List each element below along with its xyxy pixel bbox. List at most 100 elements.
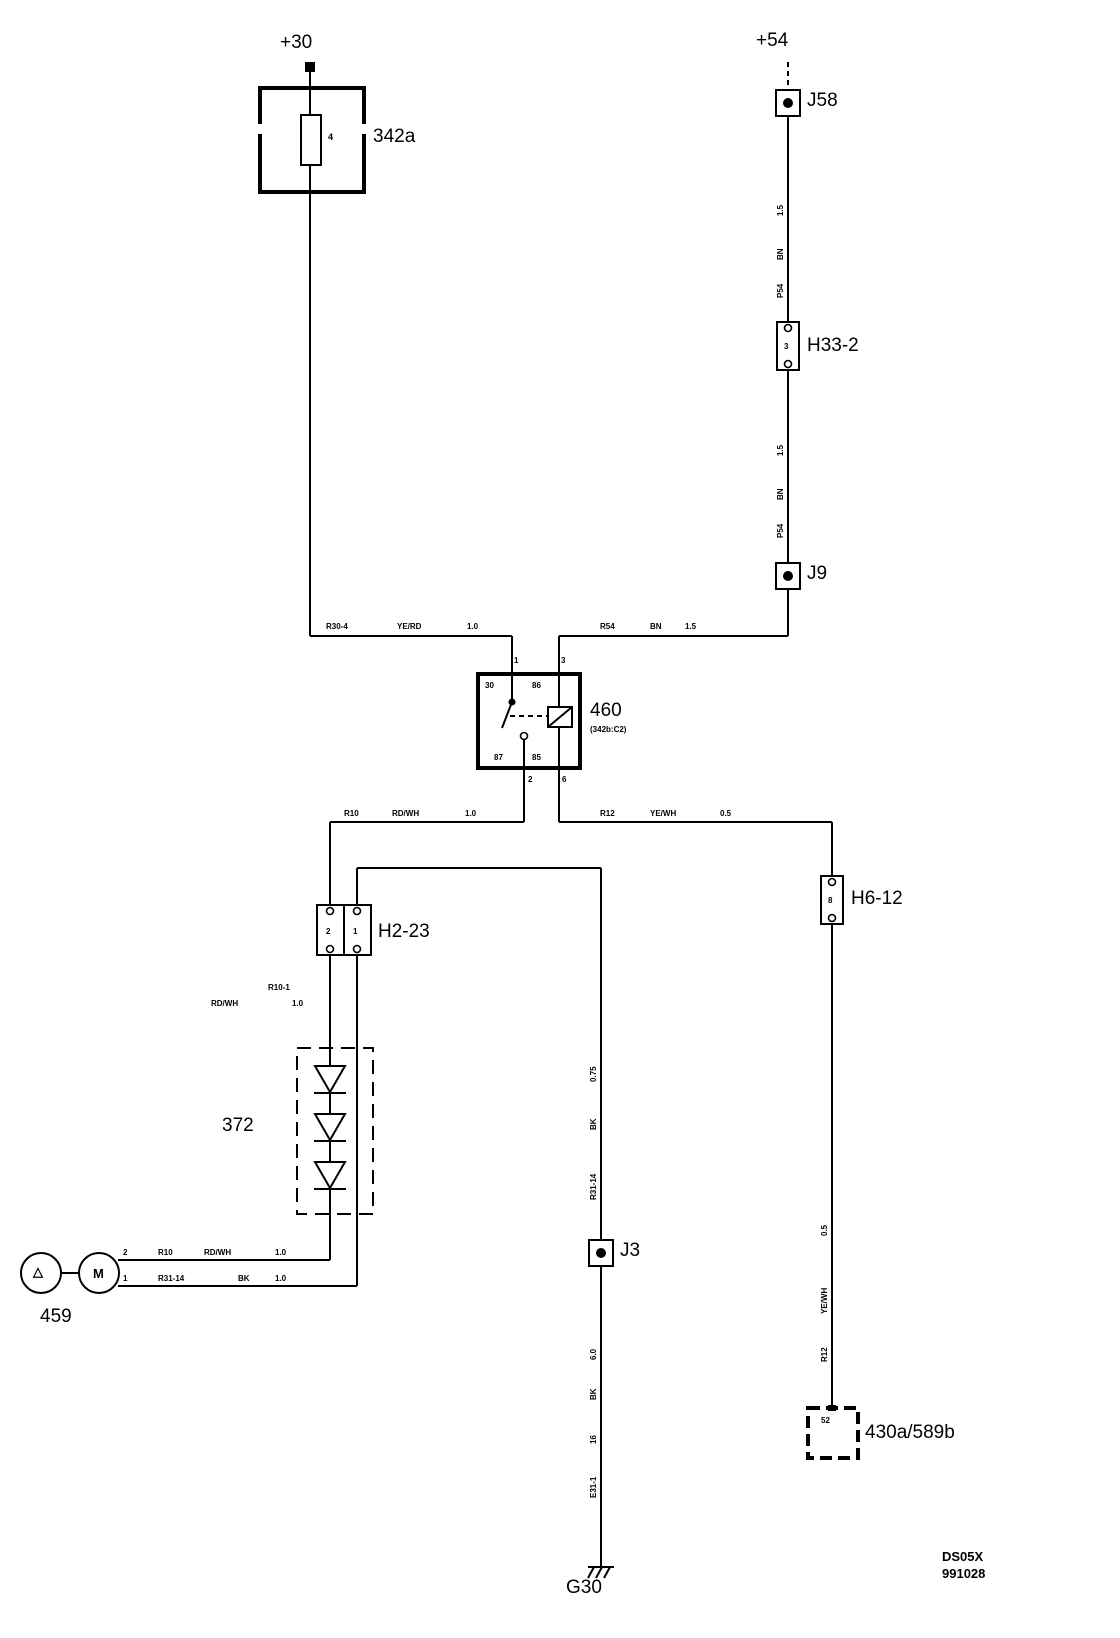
ground-label: G30: [566, 1577, 602, 1598]
relay-terminal-1: 1: [514, 656, 519, 665]
relay-sublabel: (342b:C2): [590, 725, 627, 734]
connector-h2-23-pin2-bottom: [325, 944, 335, 954]
connector-h2-23-pin1-bottom: [352, 944, 362, 954]
wire-r12-vertical-labels: R12 YE/WH 0.5: [820, 1224, 829, 1362]
relay-label: 460: [590, 700, 622, 721]
connector-h2-23-label: H2-23: [378, 921, 430, 942]
terminal-30-label: +30: [280, 32, 312, 53]
wire-motor-r10-pin: 2: [123, 1248, 128, 1257]
wire-r54-size: 1.5: [685, 622, 697, 631]
relay-coil-diagonal: [547, 706, 573, 728]
drawing-code: DS05X: [942, 1549, 984, 1564]
sensor-symbol-glyph: △: [32, 1264, 44, 1279]
relay-terminal-2: 2: [528, 775, 533, 784]
relay-pin-85: 85: [532, 753, 541, 762]
motor-459: [78, 1252, 120, 1294]
ground-symbol: [587, 1566, 614, 1579]
diode-3: [313, 1161, 347, 1191]
wire-e31-1-code: E31-1: [589, 1476, 598, 1498]
wire-motor-r31-size: 1.0: [275, 1274, 287, 1283]
wire-e31-1-color: BK: [589, 1388, 598, 1400]
wire-e31-1-size: 6.0: [589, 1348, 598, 1360]
wire-r12-size: 0.5: [720, 809, 732, 818]
wire-e31-1-labels: E31-1 16 BK 6.0: [589, 1348, 598, 1498]
wire-r10-1-color: RD/WH: [211, 999, 238, 1008]
motor-label: 459: [40, 1306, 72, 1327]
relay-switch-blade: [501, 701, 513, 729]
wire-p54-upper-size: 1.5: [776, 204, 785, 216]
junction-j9-label: J9: [807, 563, 827, 584]
connector-h2-23-pin1-top: [352, 906, 362, 916]
junction-j58-label: J58: [807, 90, 838, 111]
wire-p54-upper-color: BN: [776, 248, 785, 260]
connector-h6-12-label: H6-12: [851, 888, 903, 909]
wire-p54-middle-code: P54: [776, 523, 785, 538]
wire-r54-code: R54: [600, 622, 615, 631]
junction-j3-dot: [596, 1248, 606, 1258]
wire-motor-r31-pin: 1: [123, 1274, 128, 1283]
wire-motor-r10-code: R10: [158, 1248, 173, 1257]
wire-r12-vertical-code: R12: [820, 1347, 829, 1362]
wire-r10-1-size: 1.0: [292, 999, 304, 1008]
fuse-element: [300, 114, 322, 166]
wire-e31-1-extra: 16: [589, 1435, 598, 1444]
drawing-date: 991028: [942, 1566, 985, 1581]
terminal-30-marker: [305, 62, 315, 72]
fuse-box-gap-left: [258, 124, 266, 134]
wire-r12-vertical-size: 0.5: [820, 1224, 829, 1236]
wire-r31-14-labels: R31-14 BK 0.75: [589, 1066, 598, 1200]
motor-symbol: M: [93, 1266, 104, 1281]
wire-r31-14-color: BK: [589, 1118, 598, 1130]
module-label: 430a/589b: [865, 1422, 955, 1443]
junction-j58-dot: [783, 98, 793, 108]
wire-motor-r10-size: 1.0: [275, 1248, 287, 1257]
wire-r12-code: R12: [600, 809, 615, 818]
wire-r12-color: YE/WH: [650, 809, 676, 818]
connector-h2-23-pin-right: 1: [353, 927, 358, 936]
wire-p54-upper-labels: P54 BN 1.5: [776, 204, 785, 298]
wire-motor-r10-color: RD/WH: [204, 1248, 231, 1257]
wire-r10-code: R10: [344, 809, 359, 818]
wire-motor-r31-color: BK: [238, 1274, 250, 1283]
diode-pack-372: [296, 1047, 374, 1215]
wire-r31-14-size: 0.75: [589, 1066, 598, 1082]
connector-h6-12-pin-bottom: [827, 913, 837, 923]
diode-pack-label: 372: [222, 1115, 254, 1136]
connector-h33-2-pin-top: [783, 323, 793, 333]
junction-j3-label: J3: [620, 1240, 640, 1261]
wire-r10-1-code: R10-1: [268, 983, 290, 992]
connector-h6-12-pin-top: [827, 877, 837, 887]
wire-r10-size: 1.0: [465, 809, 477, 818]
diode-2: [313, 1113, 347, 1143]
relay-terminal-3: 3: [561, 656, 566, 665]
wire-p54-upper-code: P54: [776, 283, 785, 298]
connector-h2-23-pin2-top: [325, 906, 335, 916]
wire-r30-4-code: R30-4: [326, 622, 348, 631]
module-pin-marker: [828, 1405, 836, 1411]
relay-pin-87: 87: [494, 753, 503, 762]
junction-j9-dot: [783, 571, 793, 581]
fuse-box-gap-right: [358, 124, 366, 134]
terminal-54-label: +54: [756, 30, 789, 51]
connector-h2-23-pin-left: 2: [326, 927, 331, 936]
fuse-label: 342a: [373, 126, 416, 147]
wire-p54-middle-size: 1.5: [776, 444, 785, 456]
wire-r30-4-color: YE/RD: [397, 622, 422, 631]
wire-r12-vertical-color: YE/WH: [820, 1288, 829, 1314]
relay-switch-contact: [519, 731, 529, 741]
wire-r54-color: BN: [650, 622, 662, 631]
relay-terminal-6: 6: [562, 775, 567, 784]
connector-h33-2-pin: 3: [784, 342, 789, 351]
wire-r30-4-size: 1.0: [467, 622, 479, 631]
diode-1: [313, 1065, 347, 1095]
wire-r31-14-code: R31-14: [589, 1173, 598, 1200]
connector-h6-12-pin: 8: [828, 896, 833, 905]
wire-r10-color: RD/WH: [392, 809, 419, 818]
module-pin: 52: [821, 1416, 830, 1425]
connector-h33-2-pin-bottom: [783, 359, 793, 369]
fuse-number: 4: [328, 132, 333, 142]
connector-h33-2-label: H33-2: [807, 335, 859, 356]
relay-pin-30: 30: [485, 681, 494, 690]
wire-motor-r31-code: R31-14: [158, 1274, 185, 1283]
